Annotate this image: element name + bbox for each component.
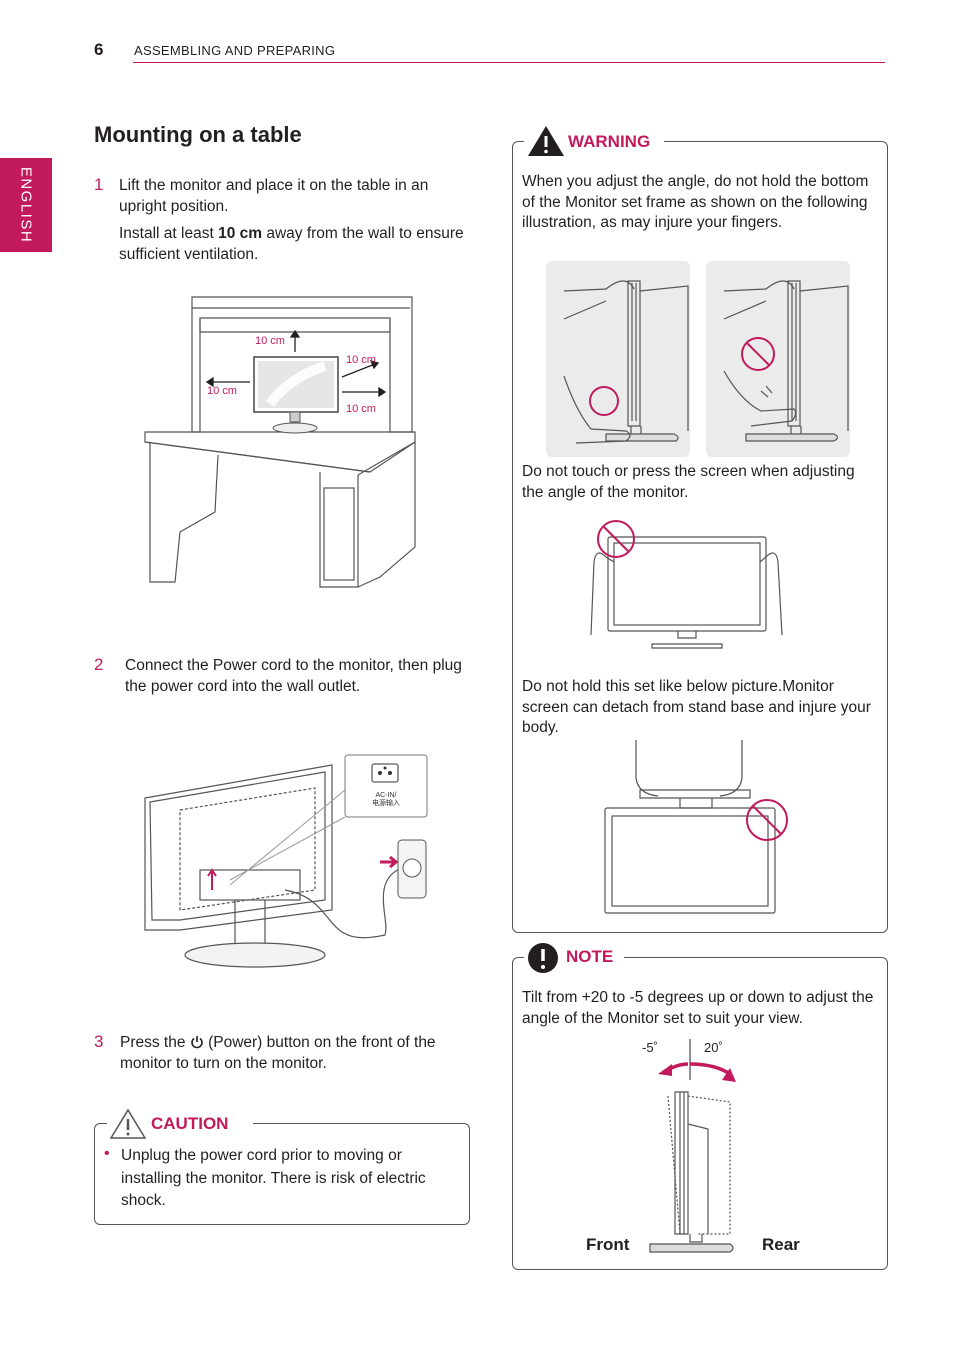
note-icon xyxy=(528,943,558,973)
caution-box xyxy=(94,1123,470,1225)
step-1-note-suffix: away from the wall to ensure sufficient … xyxy=(119,225,464,263)
callout-lines xyxy=(229,789,346,886)
correct-adjust-illustration xyxy=(546,261,690,457)
section-title: ASSEMBLING AND PREPARING xyxy=(134,43,336,58)
step-2-number: 2 xyxy=(94,655,104,674)
step-1-text: Lift the monitor and place it on the tab… xyxy=(119,177,429,215)
step-2-text: Connect the Power cord to the monitor, t… xyxy=(125,657,462,695)
tilt-back-arrow-icon xyxy=(689,1062,731,1076)
step-3-number: 3 xyxy=(94,1032,104,1051)
front-label: Front xyxy=(586,1235,630,1254)
power-cord-illustration: AC-IN/ 电源输入 xyxy=(144,754,428,968)
step-1-note-bold: 10 cm xyxy=(218,225,263,242)
port-label-2: 电源输入 xyxy=(372,798,400,807)
language-tab: ENGLISH xyxy=(0,158,52,252)
connect-arrow-icon xyxy=(207,868,217,890)
warning-text-2: Do not touch or press the screen when ad… xyxy=(522,463,855,501)
screen-touch-illustration xyxy=(590,520,783,649)
note-text: Tilt from +20 to -5 degrees up or down t… xyxy=(522,989,874,1027)
ok-circle-icon xyxy=(589,386,619,416)
tilt-forward-angle: -5˚ xyxy=(642,1040,658,1055)
language-tab-label: ENGLISH xyxy=(17,166,35,244)
monitor-drawing xyxy=(253,356,339,434)
caution-label: CAUTION xyxy=(147,1114,235,1134)
tilt-back-angle: 20˚ xyxy=(704,1040,723,1055)
prohibited-icon-2 xyxy=(597,520,635,558)
caution-header: CAUTION xyxy=(107,1108,253,1139)
tilt-angle-illustration: -5˚ 20˚ xyxy=(642,1039,736,1253)
incorrect-adjust-illustration xyxy=(706,261,850,457)
desk-clearance-illustration: 10 cm 10 cm 10 cm 10 cm xyxy=(144,296,416,588)
clearance-label-left: 10 cm xyxy=(207,385,237,397)
rear-label: Rear xyxy=(762,1235,800,1254)
note-label: NOTE xyxy=(562,947,620,967)
step-1-number: 1 xyxy=(94,175,104,194)
warning-text-3: Do not hold this set like below picture.… xyxy=(522,678,871,736)
caution-text: Unplug the power cord prior to moving or… xyxy=(121,1147,426,1209)
step-1-note-prefix: Install at least xyxy=(119,225,219,242)
clearance-label-right-top: 10 cm xyxy=(346,354,376,366)
step-3-text: Press the (Power) button on the front of… xyxy=(120,1032,465,1074)
header-rule xyxy=(133,62,885,63)
warning-header: WARNING xyxy=(524,124,664,158)
power-icon xyxy=(191,1036,203,1049)
page-title: Mounting on a table xyxy=(94,122,302,147)
page-number: 6 xyxy=(94,40,104,59)
prohibited-icon xyxy=(741,337,775,371)
step-1-note: Install at least 10 cm away from the wal… xyxy=(119,223,464,265)
note-box xyxy=(512,957,888,1270)
lift-by-stand-illustration xyxy=(604,740,788,914)
warning-box xyxy=(512,141,888,933)
caution-bullet-icon: • xyxy=(104,1145,110,1162)
caution-icon xyxy=(109,1108,147,1139)
clearance-label-right-bottom: 10 cm xyxy=(346,403,376,415)
warning-icon xyxy=(528,126,564,156)
port-callout xyxy=(344,754,428,818)
warning-text-1: When you adjust the angle, do not hold t… xyxy=(522,173,869,231)
port-label-1: AC-IN/ xyxy=(376,792,397,799)
plug-arrow-icon xyxy=(380,855,399,869)
clearance-label-top: 10 cm xyxy=(255,335,285,347)
step-3-text-before: Press the xyxy=(120,1034,190,1051)
step-3-text-after: (Power) button on the front of the monit… xyxy=(120,1034,436,1072)
ac-port-icon xyxy=(371,763,399,783)
warning-label: WARNING xyxy=(564,132,657,152)
prohibited-icon-3 xyxy=(746,799,788,841)
note-header: NOTE xyxy=(524,941,624,975)
